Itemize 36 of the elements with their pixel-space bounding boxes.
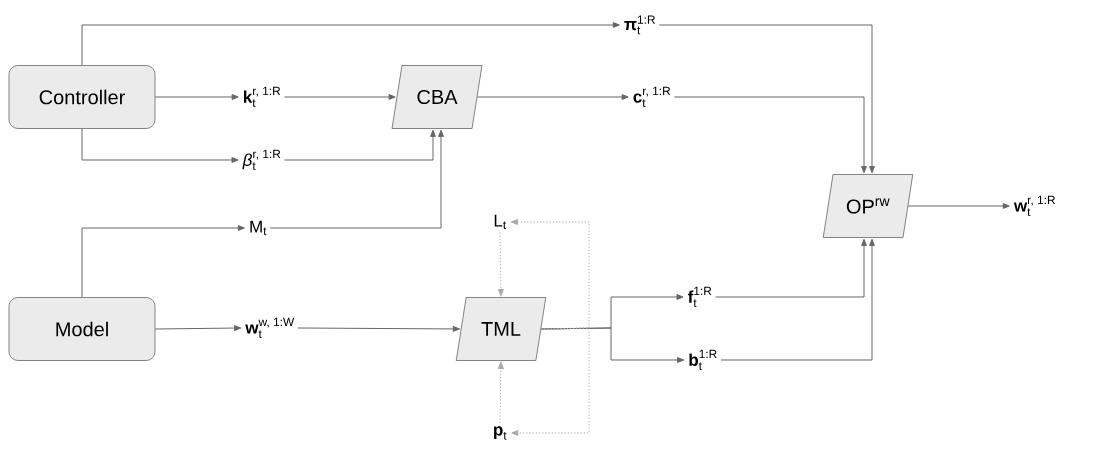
process-parallelogram: TML xyxy=(455,297,547,361)
arrow xyxy=(510,219,590,330)
variable-label: $\textit{β}_{\text{t}}^{\text{r, 1:R}}$ xyxy=(242,149,281,171)
arrow xyxy=(81,128,239,163)
variable-label: $\text{L}_{\text{t}}$ xyxy=(494,214,507,230)
variable-label: $\textbf{k}_{\text{t}}^{\text{r, 1:R}}$ xyxy=(244,86,281,108)
variable-label: $\text{M}_{\text{t}}$ xyxy=(250,220,267,236)
variable-label: $\textbf{π}_{\text{t}}^{\text{1:R}}$ xyxy=(624,15,655,35)
arrow xyxy=(81,225,245,298)
arrow xyxy=(154,325,242,331)
arrow xyxy=(511,327,590,436)
variable-label: $\textbf{p}_{\text{t}}$ xyxy=(494,426,507,440)
arrow xyxy=(715,238,867,298)
arrow xyxy=(269,129,444,229)
variable-label: $\textbf{w}_{\text{t}}^{\text{w, 1:W}}$ xyxy=(245,317,295,339)
arrow xyxy=(720,238,875,361)
arrow xyxy=(673,96,867,174)
variable-label: $\textbf{b}_{\text{t}}^{\text{1:R}}$ xyxy=(689,349,717,371)
arrow xyxy=(658,24,875,174)
process-box: Model xyxy=(8,297,156,361)
process-box: Controller xyxy=(8,65,156,129)
variable-label: $\textbf{f}_{\text{t}}^{\text{1:R}}$ xyxy=(687,286,712,308)
arrow xyxy=(498,231,504,297)
process-parallelogram: CBA xyxy=(391,65,483,129)
arrow xyxy=(81,22,620,66)
arrow xyxy=(283,94,396,100)
arrow xyxy=(498,361,504,424)
arrow xyxy=(284,129,436,161)
process-parallelogram: OP$^{rw}$ xyxy=(822,174,914,238)
variable-label: $\textbf{c}_{\text{t}}^{\text{r, 1:R}}$ xyxy=(633,86,671,108)
arrow xyxy=(297,326,460,332)
arrow xyxy=(476,94,629,100)
variable-label: $\textbf{w}_{\text{t}}^{\text{r, 1:R}}$ xyxy=(1013,195,1056,217)
arrow xyxy=(154,94,239,100)
arrow xyxy=(540,327,685,363)
arrow xyxy=(907,203,1010,209)
